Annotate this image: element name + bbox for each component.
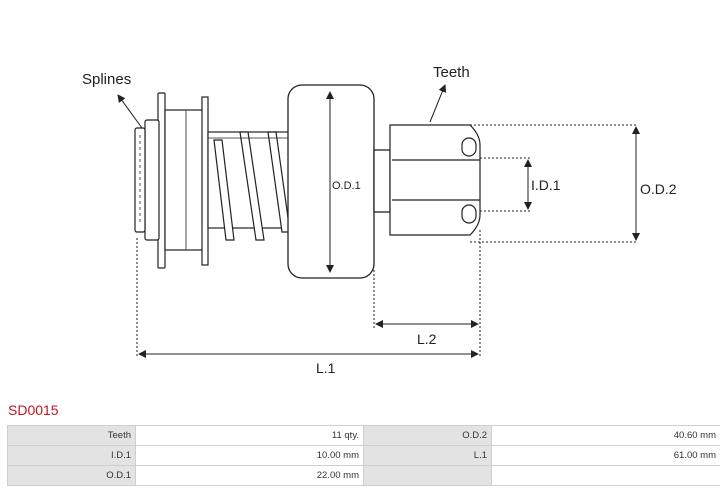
l2-label: L.2: [417, 331, 437, 347]
spec-value: 40.60 mm: [491, 425, 720, 446]
part-code: SD0015: [8, 402, 59, 418]
spec-label: O.D.1: [7, 465, 136, 486]
dimension-lines: [117, 84, 640, 358]
splines-label: Splines: [82, 71, 131, 88]
table-row: I.D.1 10.00 mm L.1 61.00 mm: [7, 445, 720, 466]
spec-value: [491, 465, 720, 486]
id1-label: I.D.1: [531, 177, 561, 193]
teeth-label: Teeth: [433, 64, 470, 81]
spec-label: I.D.1: [7, 445, 136, 466]
specs-table: Teeth 11 qty. O.D.2 40.60 mm I.D.1 10.00…: [7, 425, 720, 486]
spec-value: 11 qty.: [135, 425, 364, 446]
spec-label: L.1: [363, 445, 492, 466]
spec-label: O.D.2: [363, 425, 492, 446]
table-row: Teeth 11 qty. O.D.2 40.60 mm: [7, 425, 720, 446]
spec-value: 10.00 mm: [135, 445, 364, 466]
od1-label: O.D.1: [332, 180, 361, 192]
spec-value: 61.00 mm: [491, 445, 720, 466]
od2-label: O.D.2: [640, 181, 677, 197]
table-row: O.D.1 22.00 mm: [7, 465, 720, 486]
spec-label: [363, 465, 492, 486]
spec-value: 22.00 mm: [135, 465, 364, 486]
spec-label: Teeth: [7, 425, 136, 446]
l1-label: L.1: [316, 360, 336, 376]
starter-drive-diagram: Splines Teeth O.D.1 I.D.1 O.D.2 L.2 L.1: [82, 64, 677, 376]
splines-flange: [134, 92, 209, 269]
teeth-gear: [389, 124, 481, 236]
spring: [207, 131, 291, 241]
